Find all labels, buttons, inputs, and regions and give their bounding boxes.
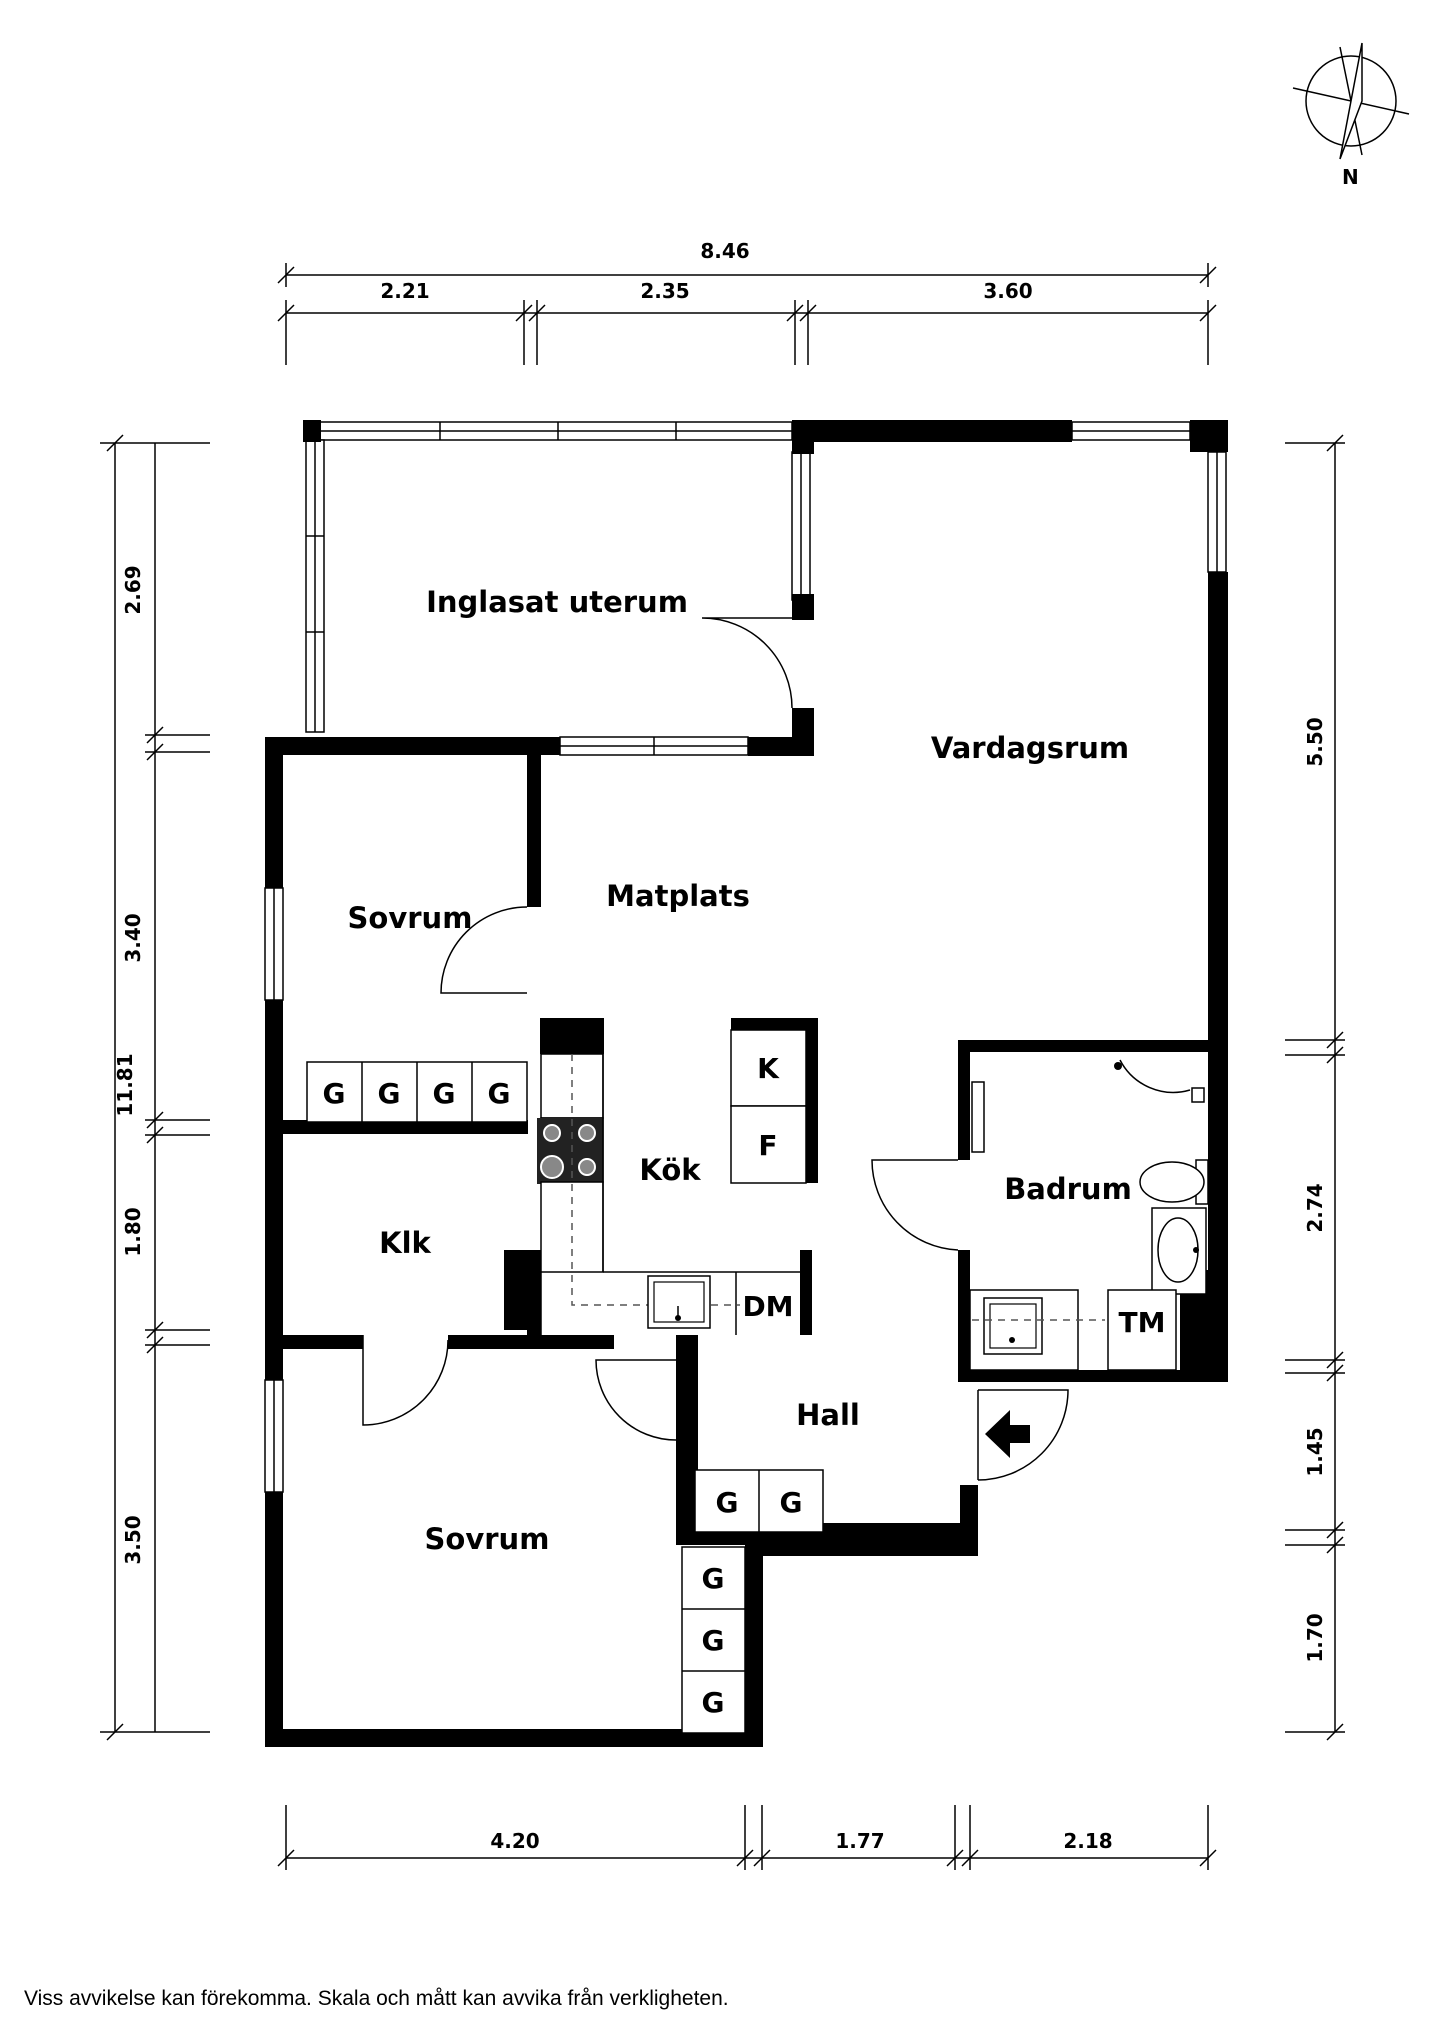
right-segment-2: 2.74 (1303, 1183, 1327, 1232)
right-segment-1: 5.50 (1303, 717, 1327, 766)
room-label-badrum: Badrum (1004, 1172, 1132, 1206)
right-segment-4: 1.70 (1303, 1613, 1327, 1662)
room-label-vardagsrum: Vardagsrum (931, 731, 1129, 765)
wardrobe-label: G (378, 1077, 401, 1110)
room-label-hall: Hall (796, 1398, 860, 1432)
right-segment-3: 1.45 (1303, 1427, 1327, 1476)
klk-door (362, 1335, 449, 1426)
fridge-label: K (757, 1052, 780, 1085)
bottom-dimensions: 4.20 1.77 2.18 (277, 1805, 1217, 1870)
bathroom-sink-icon (983, 1297, 1043, 1355)
room-label-sovrum-bottom: Sovrum (425, 1522, 550, 1556)
walls (265, 420, 1228, 1747)
doors (362, 617, 1069, 1481)
washer-label: TM (1119, 1306, 1166, 1339)
entrance-arrow-icon (985, 1410, 1030, 1458)
wardrobe-label: G (780, 1486, 803, 1519)
wardrobes: G G G G G G G G G (306, 1061, 824, 1734)
top-segment-2: 2.35 (640, 279, 689, 303)
hall-door (595, 1359, 677, 1441)
windows (264, 421, 1227, 1493)
disclaimer-text: Viss avvikelse kan förekomma. Skala och … (24, 1987, 729, 2010)
room-label-kok: Kök (639, 1153, 701, 1187)
entrance-door (977, 1389, 1069, 1481)
bottom-segment-1: 4.20 (490, 1829, 539, 1853)
top-total-dimension: 8.46 (700, 239, 749, 263)
sovrum-top-door (440, 906, 528, 994)
wardrobe-label: G (433, 1077, 456, 1110)
uterum-door (701, 617, 793, 709)
room-labels: Inglasat uterum Vardagsrum Sovrum Matpla… (348, 585, 1132, 1556)
left-segment-1: 2.69 (121, 565, 145, 614)
left-segment-2: 3.40 (121, 913, 145, 962)
left-dimensions: 11.81 2.69 3.40 1.80 3.50 (100, 434, 210, 1741)
bottom-segment-2: 1.77 (835, 1829, 884, 1853)
room-label-klk: Klk (379, 1226, 431, 1260)
left-segment-3: 1.80 (121, 1207, 145, 1256)
wardrobe-label: G (716, 1486, 739, 1519)
dishwasher-label: DM (742, 1290, 793, 1323)
wardrobe-label: G (702, 1686, 725, 1719)
compass: N (1292, 42, 1410, 189)
badrum-door (871, 1159, 959, 1251)
kitchen: DM K F (537, 1018, 818, 1335)
top-dimensions: 8.46 2.21 2.35 3.60 (277, 239, 1217, 365)
freezer-label: F (758, 1129, 777, 1162)
top-segment-3: 3.60 (983, 279, 1032, 303)
room-label-matplats: Matplats (606, 879, 750, 913)
wardrobe-label: G (488, 1077, 511, 1110)
left-total-dimension: 11.81 (113, 1053, 137, 1116)
wardrobe-label: G (323, 1077, 346, 1110)
wardrobe-label: G (702, 1562, 725, 1595)
bathroom: TM (969, 1059, 1209, 1371)
room-label-sovrum-top: Sovrum (348, 901, 473, 935)
compass-north-label: N (1342, 165, 1359, 189)
shower-icon (1119, 1059, 1191, 1094)
top-segment-1: 2.21 (380, 279, 429, 303)
wardrobe-label: G (702, 1624, 725, 1657)
room-label-uterum: Inglasat uterum (426, 585, 688, 619)
left-segment-4: 3.50 (121, 1515, 145, 1564)
bottom-segment-3: 2.18 (1063, 1829, 1112, 1853)
right-dimensions: 5.50 2.74 1.45 1.70 (1285, 434, 1345, 1741)
